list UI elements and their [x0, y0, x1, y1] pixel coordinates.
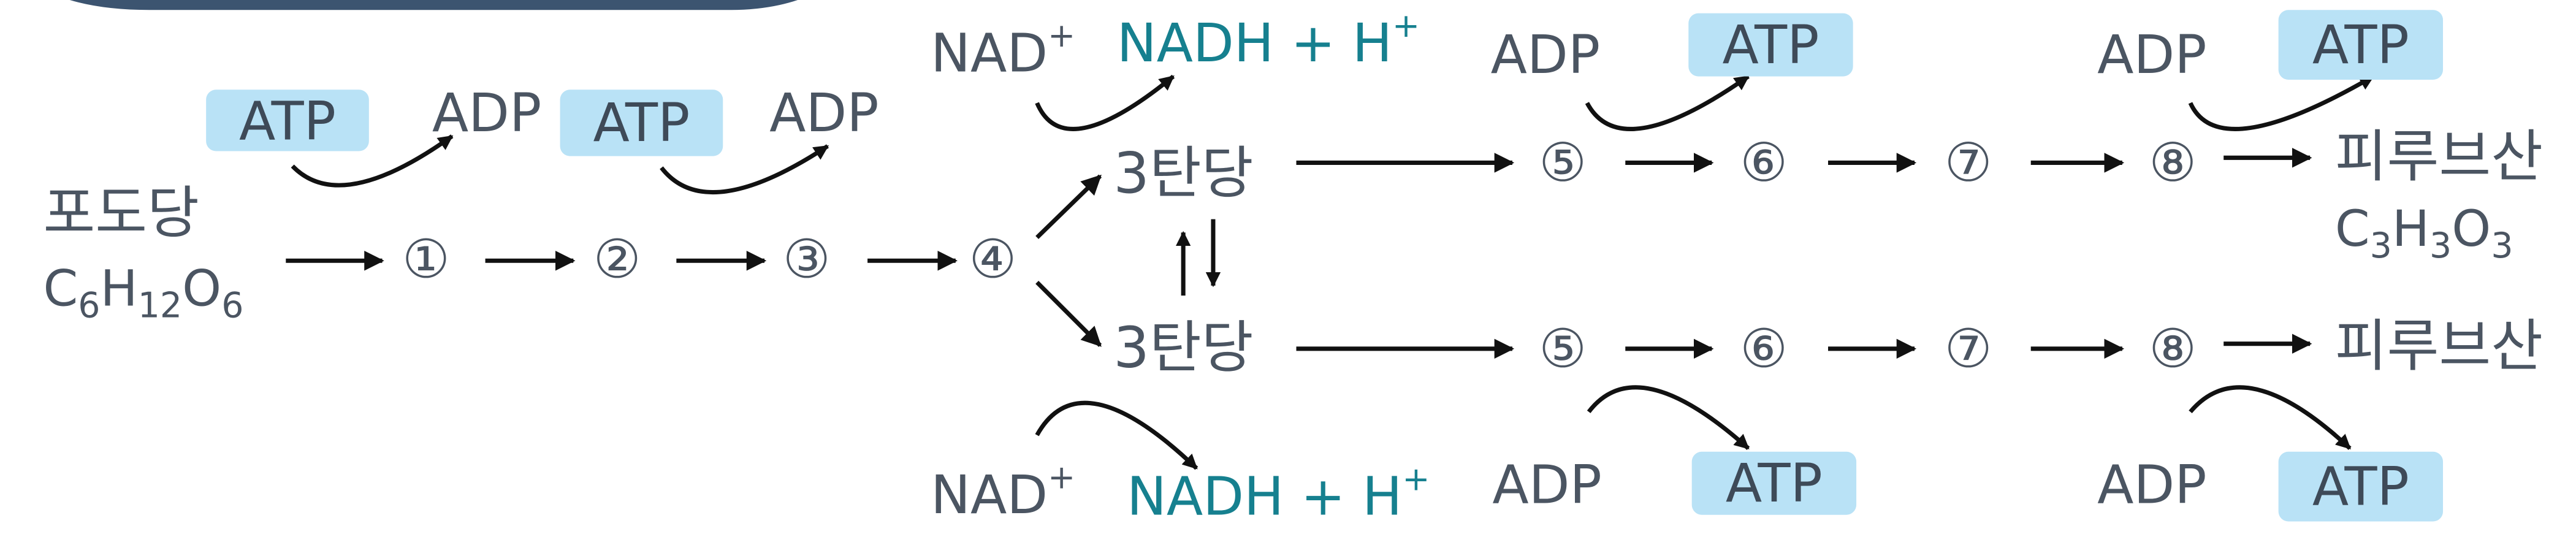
nad-top-text: NAD: [931, 21, 1048, 85]
nad-top-charge: +: [1048, 17, 1076, 55]
adp-bottom-5: ADP: [1492, 453, 1602, 517]
step-3: ③: [782, 227, 831, 291]
glucose-o: O: [182, 261, 222, 319]
nadh-bottom: NADH + H+: [1127, 463, 1430, 524]
step-5-top: ⑤: [1539, 131, 1587, 194]
step-2: ②: [593, 227, 641, 291]
triose-bottom: 3탄당: [1113, 315, 1254, 383]
nadh-top-text: NADH + H: [1116, 11, 1393, 75]
nad-bottom-text: NAD: [931, 463, 1048, 527]
adp-label-1: ADP: [432, 81, 542, 145]
nad-bottom: NAD+: [931, 461, 1075, 522]
curve-adp-atp-bottom-8: [2189, 385, 2352, 450]
pyruvate-bottom: 피루브산: [2334, 313, 2544, 381]
adp-label-2: ADP: [769, 81, 879, 145]
nadh-top-charge: +: [1392, 7, 1420, 45]
step-7-bottom: ⑦: [1944, 317, 1992, 381]
step-5-bottom: ⑤: [1539, 317, 1587, 381]
nadh-bottom-charge: +: [1402, 460, 1430, 498]
pyruvate-formula: C3H3O3: [2335, 205, 2513, 264]
adp-bottom-8: ADP: [2097, 453, 2207, 517]
atp-pill-1: ATP: [206, 90, 369, 151]
nad-bottom-charge: +: [1048, 458, 1076, 497]
step-6-top: ⑥: [1740, 131, 1788, 194]
step-8-top: ⑧: [2149, 131, 2197, 194]
step-4: ④: [969, 227, 1017, 291]
glucose-name: 포도당: [43, 181, 199, 248]
pyruvate-o-count: 3: [2491, 226, 2513, 267]
atp-pill-top-8: ATP: [2278, 10, 2444, 80]
pyruvate-c-count: 3: [2369, 226, 2392, 267]
curve-nad-nadh-bottom: [1035, 400, 1198, 470]
arrow-4-triose-bottom: [1035, 280, 1102, 347]
atp-pill-2: ATP: [560, 90, 723, 156]
curve-adp-atp-top-5: [1585, 74, 1750, 131]
step-7-top: ⑦: [1944, 131, 1992, 194]
glucose-c: C: [43, 261, 78, 319]
nadh-bottom-text: NADH + H: [1126, 465, 1403, 528]
curve-adp-atp-bottom-5: [1587, 385, 1750, 450]
curve-adp-atp-top-8: [2188, 74, 2375, 131]
curve-atp-adp-2: [660, 144, 829, 195]
step-6-bottom: ⑥: [1740, 317, 1788, 381]
adp-top-5: ADP: [1490, 23, 1601, 86]
pyruvate-h-count: 3: [2429, 226, 2452, 267]
glucose-c-count: 6: [78, 286, 101, 326]
arrow-4-triose-top: [1035, 174, 1102, 239]
step-8-bottom: ⑧: [2149, 317, 2197, 381]
atp-pill-bottom-8: ATP: [2278, 451, 2444, 522]
pyruvate-c: C: [2334, 200, 2370, 259]
atp-pill-top-5: ATP: [1688, 13, 1853, 77]
glucose-o-count: 6: [221, 286, 244, 326]
glucose-h-count: 12: [137, 286, 183, 326]
step-1: ①: [402, 227, 450, 291]
pyruvate-top: 피루브산: [2334, 124, 2544, 191]
atp-pill-bottom-5: ATP: [1691, 451, 1857, 515]
pyruvate-o: O: [2452, 200, 2491, 259]
nad-top: NAD+: [931, 20, 1075, 80]
adp-top-8: ADP: [2097, 23, 2207, 86]
glucose-h: H: [100, 261, 138, 319]
triose-top: 3탄당: [1113, 141, 1254, 208]
nadh-top: NADH + H+: [1117, 9, 1420, 70]
glucose-formula: C6H12O6: [43, 265, 243, 324]
curve-nad-nadh-top: [1035, 74, 1175, 131]
curve-atp-adp-1: [291, 134, 454, 188]
main-arrows: [286, 74, 2375, 470]
header-band: [69, 0, 798, 10]
pyruvate-h: H: [2391, 200, 2430, 259]
